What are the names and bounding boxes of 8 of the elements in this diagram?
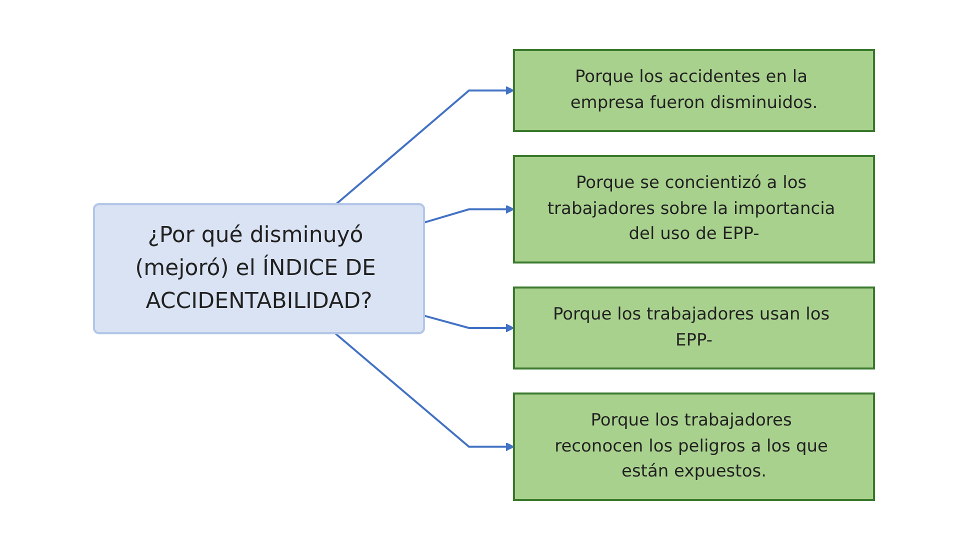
arrow bbox=[424, 204, 514, 223]
node-box: Porque se concientizó a los trabajadores sobre la importancia del uso de EPP- bbox=[512, 154, 874, 263]
arrow bbox=[334, 86, 514, 205]
node-box: Porque los trabajadores usan los EPP- bbox=[512, 286, 874, 369]
arrow bbox=[424, 314, 514, 332]
node-box: Porque los accidentes en la empresa fueron disminuidos. bbox=[512, 48, 874, 132]
arrow bbox=[334, 332, 514, 451]
node-box: Porque los trabajadores reconocen los peligros a los que están expuestos. bbox=[512, 392, 874, 500]
